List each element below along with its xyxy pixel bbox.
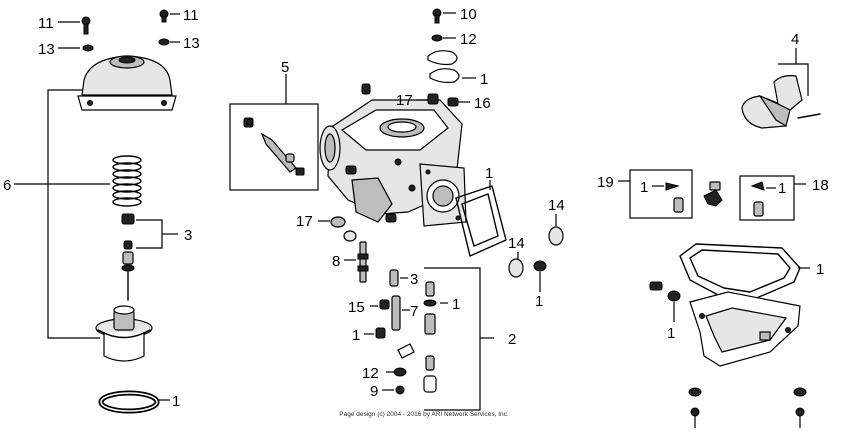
callout-11-mid: 11 xyxy=(183,7,199,24)
callout-18: 18 xyxy=(812,177,829,194)
bottom-screw-left xyxy=(688,387,702,428)
jet-17-top xyxy=(416,93,439,105)
callout-1-small: 1 xyxy=(352,327,360,344)
callout-14-b: 14 xyxy=(508,235,525,252)
float-pin-clip xyxy=(703,181,723,207)
copyright-notice: Page design (c) 2004 - 2016 by ARI Netwo… xyxy=(339,411,509,418)
callout-11-left: 11 xyxy=(38,15,54,32)
needle-set-3-left xyxy=(121,213,178,301)
drain-screw-1 xyxy=(649,281,681,322)
assembly-bracket xyxy=(47,89,100,339)
washer-13-mid xyxy=(158,38,180,46)
plug-15 xyxy=(370,299,390,310)
needle-valve-set-19 xyxy=(618,169,693,219)
callout-17-mid: 17 xyxy=(296,213,313,230)
collar-14-b xyxy=(508,252,524,278)
screw-11-mid xyxy=(159,9,180,23)
screw-11-left xyxy=(58,16,91,35)
callout-8: 8 xyxy=(332,253,340,270)
jet-16 xyxy=(447,97,470,107)
washer-13-left xyxy=(58,44,94,52)
callout-1-jet: 1 xyxy=(452,296,460,313)
float-4 xyxy=(741,48,821,129)
carburetor-body xyxy=(319,83,467,227)
washer-12-top xyxy=(431,34,456,42)
jet-17-mid xyxy=(318,216,357,242)
callout-13-left: 13 xyxy=(38,41,55,58)
o-ring-1 xyxy=(98,390,170,414)
callout-6: 6 xyxy=(3,177,11,194)
callout-1-bowl-gasket: 1 xyxy=(816,261,824,278)
callout-3-mid: 3 xyxy=(410,271,418,288)
callout-19: 19 xyxy=(597,174,614,191)
needle-jet-7 xyxy=(391,295,410,331)
callout-4: 4 xyxy=(791,31,799,48)
bracket-plate xyxy=(397,343,415,359)
screw-9 xyxy=(382,385,405,395)
callout-1-oring: 1 xyxy=(172,393,180,410)
callout-9: 9 xyxy=(370,383,378,400)
callout-1-top: 1 xyxy=(480,71,488,88)
flange-gasket-1 xyxy=(455,180,507,257)
callout-7: 7 xyxy=(410,303,418,320)
callout-10: 10 xyxy=(460,6,477,23)
callout-3-left: 3 xyxy=(184,227,192,244)
callout-17-top: 17 xyxy=(396,92,413,109)
callout-5: 5 xyxy=(281,59,289,76)
callout-16: 16 xyxy=(474,95,491,112)
callout-labels: 11 13 11 13 6 3 1 5 10 12 1 17 16 4 1 17… xyxy=(3,6,829,410)
callout-1-box18: 1 xyxy=(778,180,786,197)
jet-set-2 xyxy=(423,267,494,411)
callout-1-box19: 1 xyxy=(640,179,648,196)
slide-piston xyxy=(95,305,153,362)
top-cover xyxy=(77,55,177,111)
spring-6 xyxy=(14,155,142,210)
callout-13-mid: 13 xyxy=(183,35,200,52)
callout-12-top: 12 xyxy=(460,31,477,48)
needle-jet-3-mid xyxy=(389,269,408,287)
callout-14-a: 14 xyxy=(548,197,565,214)
plate-gaskets-1-top xyxy=(427,50,476,84)
bowl-gasket-1 xyxy=(679,243,810,301)
callout-1-gasket: 1 xyxy=(485,165,493,182)
collar-14-a xyxy=(548,214,564,246)
washer-12-bottom xyxy=(386,367,407,377)
pilot-screw-set-5 xyxy=(229,74,319,191)
callout-1-pin: 1 xyxy=(535,293,543,310)
callout-12-bottom: 12 xyxy=(362,365,379,382)
float-bowl xyxy=(689,291,801,367)
needle-valve-set-18 xyxy=(739,175,806,221)
callout-1-screw: 1 xyxy=(667,325,675,342)
pin-1 xyxy=(533,260,547,292)
plug-1-small xyxy=(364,327,386,339)
callout-2: 2 xyxy=(508,331,516,348)
screw-10 xyxy=(432,8,456,24)
bottom-screw-right xyxy=(793,387,807,428)
callout-15: 15 xyxy=(348,299,365,316)
main-jet-8 xyxy=(344,241,369,283)
